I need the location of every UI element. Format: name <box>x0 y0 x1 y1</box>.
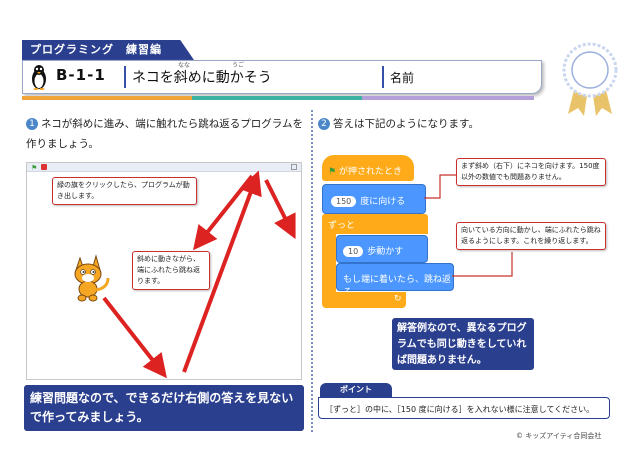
medal-icon <box>562 42 618 116</box>
note-loop: 向いている方向に動かし、端にふれたら跳ね返るようにします。これを繰り返します。 <box>456 222 606 250</box>
fullscreen-icon[interactable] <box>291 164 297 170</box>
move-value[interactable]: 10 <box>343 246 364 257</box>
instruction-2-text: 答えは下記のようになります。 <box>333 118 479 130</box>
instruction-1-text: ネコが斜めに進み、端に触れたら跳ね返るプログラムを作りましょう。 <box>26 118 303 150</box>
point-box: ［ずっと］の中に、［150 度に向ける］を入れない様に注意してください。 <box>318 397 610 419</box>
stop-icon[interactable] <box>41 164 47 170</box>
lesson-title: ネコを斜めに動かそう <box>132 70 272 86</box>
title-box <box>22 60 542 94</box>
forever-block[interactable]: ずっと <box>322 214 428 234</box>
note-flag: 緑の旗をクリックしたら、プログラムが動き出します。 <box>52 177 197 205</box>
step-number-1: 1 <box>26 118 38 130</box>
point-label: 度に向ける <box>360 197 406 207</box>
green-flag-icon[interactable]: ⚑ <box>31 164 38 172</box>
forever-block-bottom <box>322 292 406 308</box>
bounce-block[interactable]: もし端に着いたら、跳ね返る <box>336 263 454 298</box>
lesson-code: B-1-1 <box>56 66 106 84</box>
note-move: 斜めに動きながら、端にふれたら跳ね返ります。 <box>132 251 210 290</box>
forever-block-side <box>322 234 336 294</box>
point-tab: ポイント <box>320 383 392 397</box>
step-number-2: 2 <box>318 118 330 130</box>
cat-sprite[interactable] <box>62 252 114 304</box>
point-value[interactable]: 150 <box>331 196 357 207</box>
hat-label: が押されたとき <box>338 167 402 177</box>
green-flag-icon: ⚑ <box>328 167 339 177</box>
color-strip-purple <box>362 96 534 100</box>
copyright: © キッズアイティ合同会社 <box>516 432 602 440</box>
category-tag: プログラミング 練習編 <box>22 40 194 60</box>
practice-banner: 練習問題なので、できるだけ右側の答えを見ないで作ってみましょう。 <box>24 385 304 431</box>
move-label: 歩動かす <box>367 247 404 257</box>
name-label: 名前 <box>390 71 415 85</box>
color-strip-orange <box>22 96 192 100</box>
when-flag-clicked-block[interactable]: ⚑ が押されたとき <box>322 155 414 181</box>
center-divider <box>311 110 313 432</box>
forever-label: ずっと <box>328 221 356 231</box>
ruby-ugo: うご <box>232 62 245 69</box>
answer-banner: 解答例なので、異なるプログラムでも同じ動きをしていれば問題ありません。 <box>392 318 534 370</box>
color-strip-teal <box>192 96 362 100</box>
note-direction: まず斜め（右下）にネコを向けます。150度以外の数値でも問題ありません。 <box>456 158 606 186</box>
title-divider <box>124 66 126 88</box>
rotate-arrow-icon: ↻ <box>394 294 402 304</box>
penguin-icon <box>32 65 46 90</box>
stage-toolbar: ⚑ <box>27 163 301 172</box>
name-divider <box>382 66 384 88</box>
ruby-naname: なな <box>178 62 191 69</box>
